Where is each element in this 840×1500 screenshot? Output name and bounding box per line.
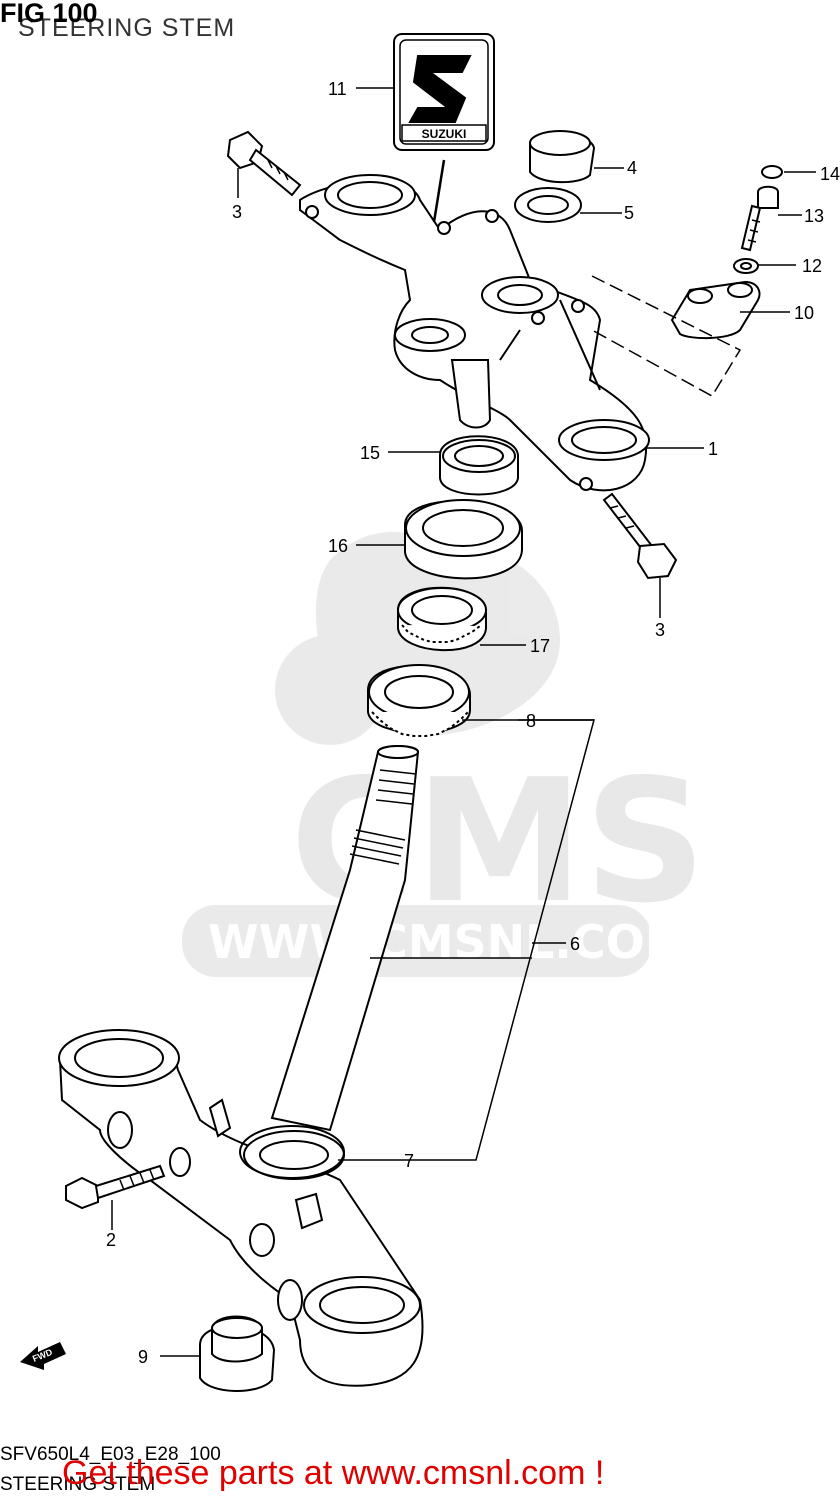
upper-bearing [397,586,487,652]
diagram-code: SFV650L4_E03_E28_100 [0,1444,221,1465]
suzuki-brand-text: SUZUKI [422,127,467,141]
callout-2: 2 [106,1230,116,1250]
steering-stem-nut [439,435,519,496]
callout-8: 8 [526,711,536,731]
bracket-cap [199,1315,276,1392]
leader-holder [591,275,742,398]
callout-17: 17 [530,636,550,656]
watermark-url: WWW.CMSNL.COM [208,915,691,969]
handlebar-bolt [740,185,779,252]
callout-4: 4 [627,158,637,178]
leader-logo [432,159,446,223]
suzuki-s-icon [408,55,472,123]
forward-direction-marker: FWD [20,1342,66,1370]
callout-7: 7 [404,1151,414,1171]
lower-steering-bracket [58,1029,424,1387]
handlebar-washer [733,258,759,274]
dust-seal [404,499,523,580]
promo-link[interactable]: Get these parts at www.cmsnl.com ! [62,1454,605,1492]
upper-steering-bracket [299,174,650,492]
small-cap [761,165,783,179]
callout-14: 14 [820,164,840,184]
callout-10: 10 [794,303,814,323]
bolt-lower [602,492,678,580]
callout-5: 5 [624,203,634,223]
cap [529,130,596,184]
handlebar-holder [670,280,761,340]
suzuki-emblem: SUZUKI [393,33,495,151]
callout-12: 12 [802,256,822,276]
leader-lines [111,87,816,1357]
callout-3-lower: 3 [655,620,665,640]
steering-stem-shaft [270,745,420,1132]
callout-15: 15 [360,443,380,463]
lower-dust-seal [239,1125,345,1179]
callout-9: 9 [138,1347,148,1367]
figure-number: FIG 100 [0,0,98,28]
section-title: STEERING STEM [18,14,236,42]
callout-16: 16 [328,536,348,556]
washer [514,187,582,223]
callout-11: 11 [328,79,347,99]
callout-labels: 11 3 4 5 14 13 12 10 1 15 16 3 17 8 6 7 … [106,79,840,1367]
diagram-name: STEERING STEM [0,1474,156,1495]
bolt-upper [226,130,302,197]
callout-13: 13 [804,206,824,226]
callout-3-upper: 3 [232,202,242,222]
lower-bearing [367,664,471,737]
callout-6: 6 [570,934,580,954]
pinch-bolt [65,1164,166,1210]
callout-1: 1 [708,439,718,459]
